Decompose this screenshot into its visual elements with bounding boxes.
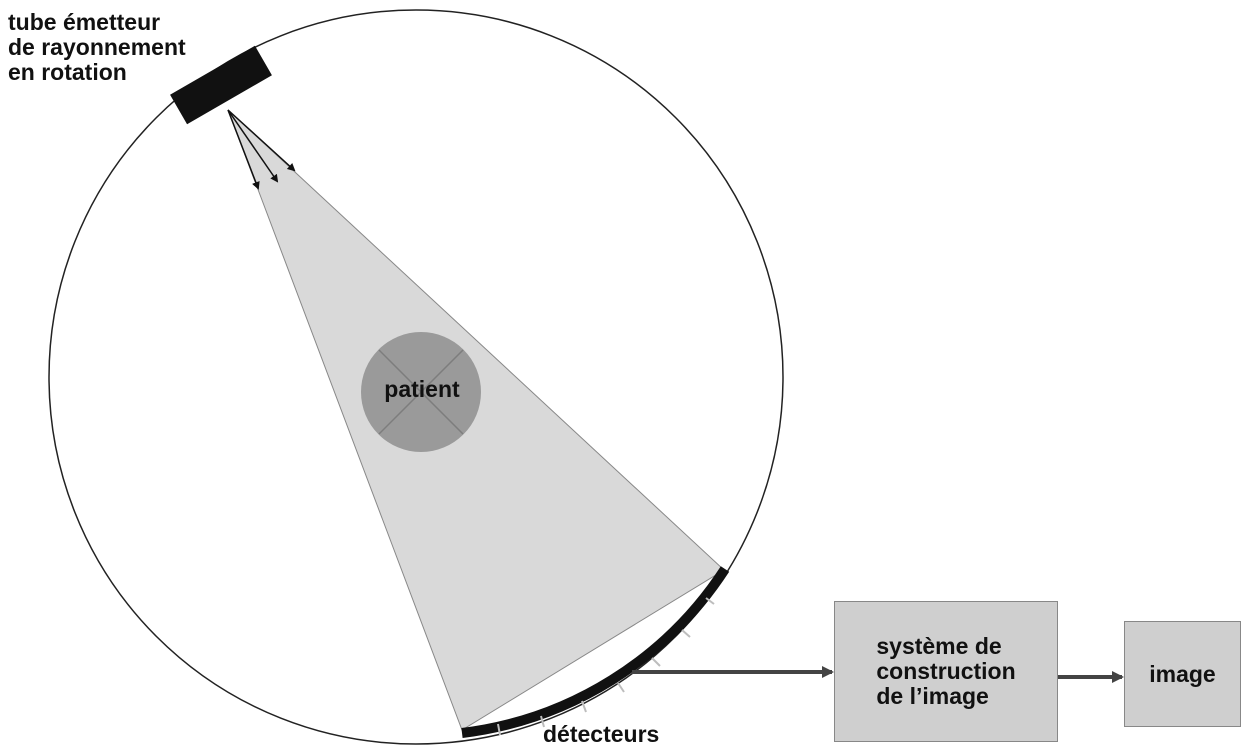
patient-label: patient	[384, 376, 460, 402]
tube-label-line2: de rayonnement	[8, 34, 186, 60]
detector-label: détecteurs	[543, 721, 660, 747]
xray-tube	[170, 45, 272, 125]
image-construction-box: système de construction de l’image	[834, 601, 1058, 742]
image-output-box: image	[1124, 621, 1241, 727]
emission-arrows	[227, 109, 296, 190]
tube-label-line1: tube émetteur	[8, 9, 161, 35]
construction-line1: système de	[876, 633, 1002, 659]
detector-array	[461, 566, 730, 738]
tube-label-line3: en rotation	[8, 59, 127, 85]
xray-beam	[227, 109, 725, 731]
construction-line2: construction	[876, 658, 1016, 684]
image-label: image	[1149, 660, 1216, 687]
construction-line3: de l’image	[876, 683, 989, 709]
patient-disc	[361, 332, 481, 452]
tube-label: tube émetteur de rayonnement en rotation	[8, 10, 186, 85]
